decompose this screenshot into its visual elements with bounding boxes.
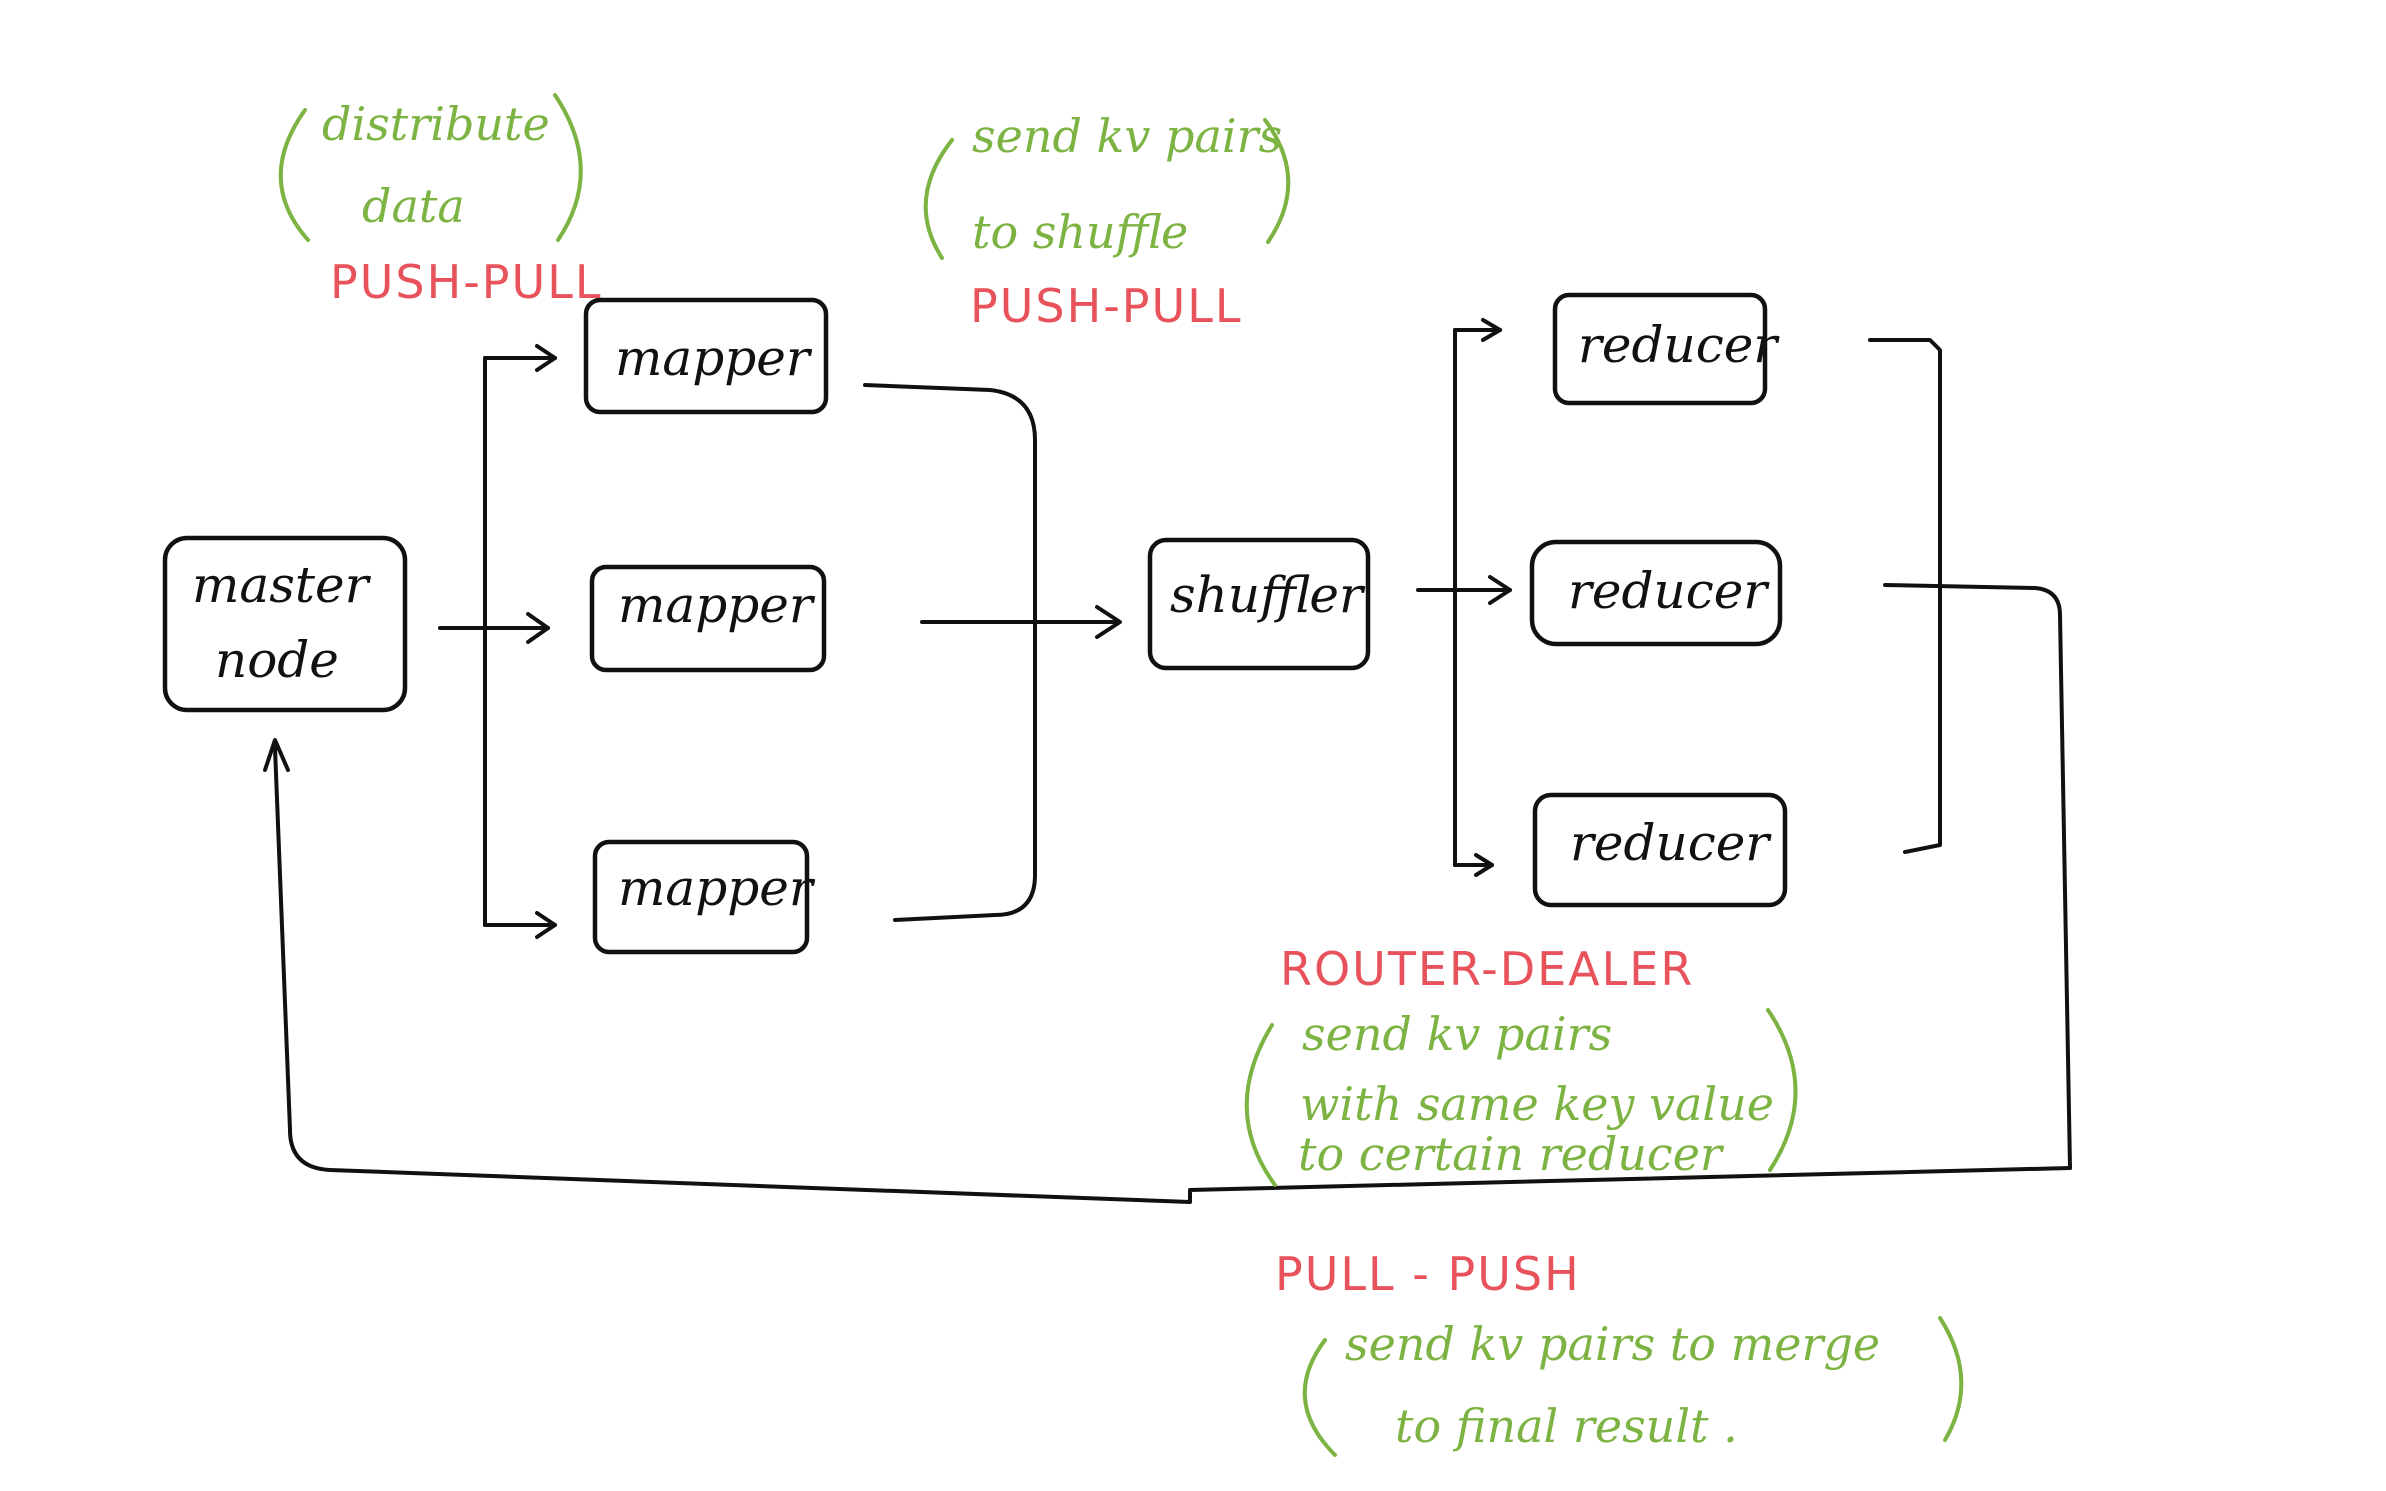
annotation-shuffle-line1: send kv pairs (972, 109, 1282, 163)
mapper-node-1-label: mapper (615, 329, 813, 387)
master-node-label-line1: master (192, 556, 372, 614)
annotation-merge-left-paren (1302, 1338, 1337, 1457)
annotation-route-right-paren (1766, 1008, 1798, 1172)
reducer-node-1: reducer (1552, 292, 1780, 406)
annotation-distribute-line2: data (362, 179, 465, 233)
reducer-node-2: reducer (1529, 539, 1783, 647)
mapper-node-3: mapper (592, 839, 816, 955)
annotation-merge-line1: send kv pairs to merge (1345, 1317, 1880, 1371)
shuffler-node-label: shuffler (1170, 566, 1366, 624)
annotation-distribute-left-paren (278, 108, 310, 242)
master-node-label-line2: node (215, 631, 339, 689)
reducers-merge-connector (1868, 338, 2072, 1170)
mapper-node-1: mapper (583, 297, 829, 415)
annotation-shuffle-pattern: PUSH-PULL (970, 279, 1242, 333)
master-node: master node (162, 535, 408, 713)
mappers-to-shuffler-connector (863, 383, 1122, 922)
annotation-distribute-line1: distribute (322, 97, 550, 151)
merge-to-master-connector (263, 738, 2072, 1204)
mapper-node-2: mapper (589, 564, 827, 673)
annotation-shuffle-left-paren (923, 138, 954, 260)
annotation-merge: PULL - PUSH send kv pairs to merge to fi… (1275, 1247, 1964, 1457)
annotation-distribute: distribute data PUSH-PULL (278, 93, 602, 309)
annotation-route-left-paren (1244, 1023, 1277, 1187)
annotation-route: ROUTER-DEALER send kv pairs with same ke… (1244, 942, 1798, 1187)
annotation-route-line1: send kv pairs (1302, 1007, 1612, 1061)
reducer-node-2-label: reducer (1568, 562, 1770, 620)
master-to-mappers-connector (438, 344, 557, 939)
annotation-route-line3: to certain reducer (1298, 1127, 1725, 1181)
annotation-merge-line2: to final result . (1395, 1399, 1738, 1453)
reducer-node-3: reducer (1532, 792, 1788, 908)
shuffler-node: shuffler (1147, 537, 1371, 671)
mapper-node-3-label: mapper (618, 859, 816, 917)
annotation-route-pattern: ROUTER-DEALER (1280, 942, 1694, 996)
annotation-route-line2: with same key value (1300, 1077, 1774, 1131)
annotation-shuffle: send kv pairs to shuffle PUSH-PULL (923, 109, 1291, 333)
annotation-merge-right-paren (1938, 1316, 1964, 1442)
annotation-distribute-right-paren (553, 93, 583, 242)
reducer-node-1-label: reducer (1578, 316, 1780, 374)
mapper-node-2-label: mapper (618, 576, 816, 634)
annotation-merge-pattern: PULL - PUSH (1275, 1247, 1581, 1301)
annotation-shuffle-right-paren (1263, 118, 1291, 244)
reducer-node-3-label: reducer (1570, 814, 1772, 872)
shuffler-to-reducers-connector (1416, 318, 1512, 877)
annotation-distribute-pattern: PUSH-PULL (330, 255, 602, 309)
annotation-shuffle-line2: to shuffle (972, 205, 1188, 259)
